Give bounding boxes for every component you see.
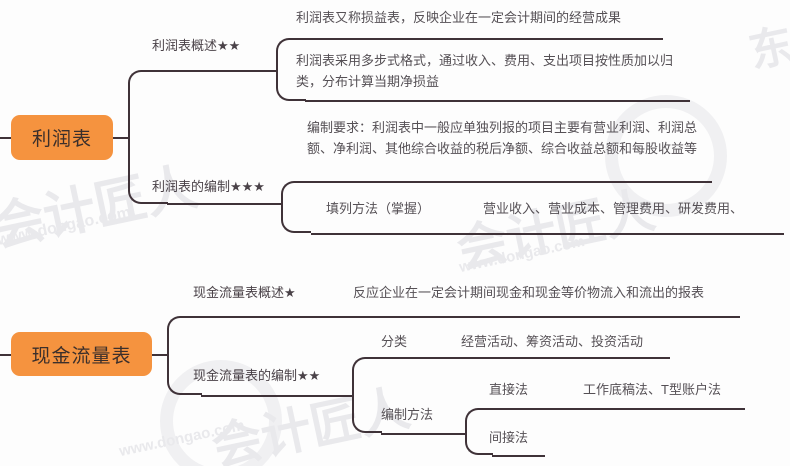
connector-income-preparation xyxy=(167,203,282,205)
leaf-cashflow-overview-1: 反应企业在一定会计期间现金和现金等价物流入和流出的报表 xyxy=(353,285,705,300)
connector-cashflow-preparation xyxy=(201,395,353,397)
leaf-income-preparation-2: 填列方法（掌握） xyxy=(326,201,431,216)
bracket-income-level1 xyxy=(128,70,168,204)
bracket-cashflow-preparation-level2 xyxy=(352,357,382,433)
branch-label-income-preparation[interactable]: 利润表的编制★★★ xyxy=(152,179,265,194)
watermark-url-bottom: www.dongao.com xyxy=(117,416,247,461)
leaf-underline-cashflow-classification xyxy=(381,357,670,359)
bracket-income-preparation-leaves xyxy=(281,181,311,233)
root-node-income-statement[interactable]: 利润表 xyxy=(11,115,113,160)
root-node-label: 现金流量表 xyxy=(31,345,132,367)
root-node-label: 利润表 xyxy=(31,129,92,150)
leaf-income-overview-2: 利润表采用多步式格式，通过收入、费用、支出项目按性质加以归类，分布计算当期净损益 xyxy=(296,53,674,89)
leaf-cashflow-direct-method-detail: 工作底稿法、T型账户法 xyxy=(583,382,721,397)
root-stub-line-cashflow xyxy=(0,354,12,356)
leaf-income-preparation-1: 编制要求：利润表中一般应单独列报的项目主要有营业利润、利润总额、净利润、其他综合… xyxy=(307,120,698,156)
branch-label-cashflow-overview[interactable]: 现金流量表概述★ xyxy=(193,285,296,300)
leaf-cashflow-direct-method: 直接法 xyxy=(489,382,529,397)
leaf-income-preparation-2-detail: 营业收入、营业成本、管理费用、研发费用、 xyxy=(483,201,744,216)
leaf-underline-cashflow-indirect-method xyxy=(492,455,545,457)
root-node-cash-flow-statement[interactable]: 现金流量表 xyxy=(11,332,152,376)
leaf-cashflow-classification-detail: 经营活动、筹资活动、投资活动 xyxy=(461,334,644,349)
branch-label-income-overview[interactable]: 利润表概述★★ xyxy=(152,38,241,53)
connector-income-overview xyxy=(167,70,277,72)
leaf-underline-cashflow-overview-1 xyxy=(201,316,740,318)
connector-cashflow-root xyxy=(152,354,168,356)
connector-cashflow-methods xyxy=(381,433,466,435)
watermark-url-top: www.dongao.com xyxy=(0,204,133,249)
bracket-cashflow-methods-level3 xyxy=(465,408,493,455)
root-stub-line-income xyxy=(0,137,12,139)
watermark-brand-mid: 会计匠人 xyxy=(452,181,660,279)
watermark-url-mid: www.dongao.com xyxy=(457,232,587,277)
leaf-cashflow-classification: 分类 xyxy=(381,334,408,349)
bracket-income-overview-leaves xyxy=(276,38,306,101)
leaf-income-overview-1: 利润表又称损益表，反映企业在一定会计期间的经营成果 xyxy=(296,10,622,25)
leaf-underline-income-preparation-2 xyxy=(311,233,784,235)
watermark-brand-right: 东奥 xyxy=(744,11,790,78)
connector-income-root xyxy=(113,137,129,139)
leaf-underline-income-overview-1 xyxy=(305,38,663,40)
leaf-cashflow-methods: 编制方法 xyxy=(381,407,434,422)
leaf-underline-cashflow-direct-method xyxy=(492,408,745,410)
leaf-underline-income-overview-2 xyxy=(305,100,690,102)
leaf-cashflow-indirect-method: 间接法 xyxy=(489,430,529,445)
bracket-cashflow-level1 xyxy=(167,316,202,395)
leaf-underline-income-preparation-1 xyxy=(311,181,712,183)
branch-label-cashflow-preparation[interactable]: 现金流量表的编制★★ xyxy=(193,368,321,383)
